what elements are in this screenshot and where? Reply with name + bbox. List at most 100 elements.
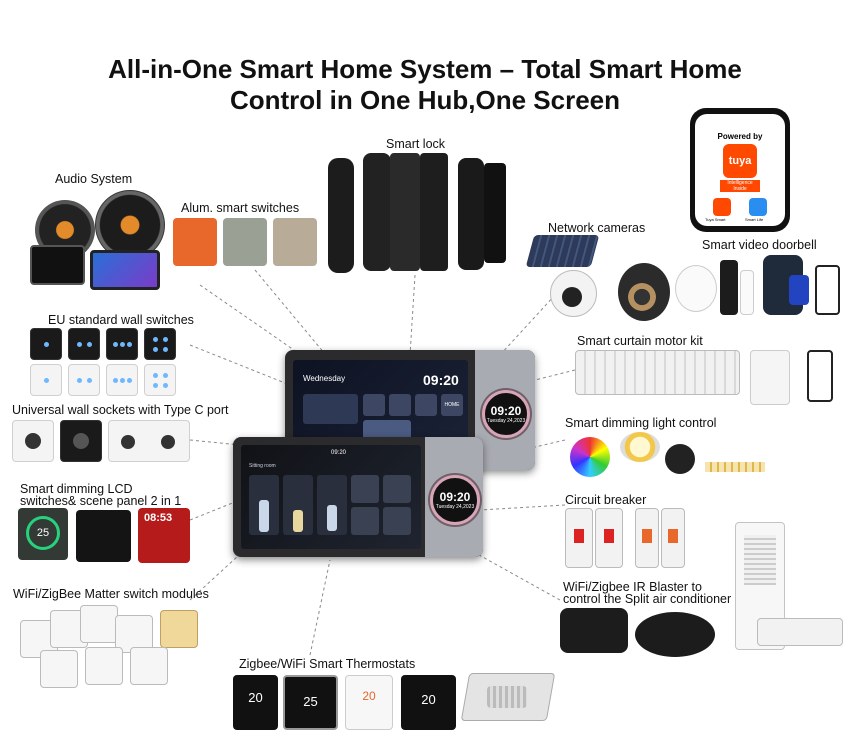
lock-icon bbox=[363, 153, 391, 271]
label-wall-sockets: Universal wall sockets with Type C port bbox=[12, 403, 229, 417]
curtain-track-icon bbox=[575, 350, 740, 395]
socket-icon bbox=[60, 420, 102, 462]
phone-icon bbox=[807, 350, 833, 402]
hub-slider[interactable] bbox=[317, 475, 347, 535]
socket-icon bbox=[12, 420, 54, 462]
label-network-cameras: Network cameras bbox=[548, 221, 646, 235]
breaker-icon bbox=[565, 508, 593, 568]
breaker-icon bbox=[661, 508, 685, 568]
solar-panel-icon bbox=[525, 235, 600, 267]
title-line-1: All-in-One Smart Home System – Total Sma… bbox=[108, 54, 742, 84]
hub-knob-front[interactable]: 09:20 Tuesday 24,2023 bbox=[430, 475, 480, 525]
hub-time: 09:20 bbox=[423, 372, 459, 388]
lock-icon bbox=[420, 153, 448, 271]
connector-sockets bbox=[189, 439, 241, 446]
thermostat-icon: 20 bbox=[345, 675, 393, 730]
audio-tablet-icon bbox=[90, 250, 160, 290]
spotlight-icon bbox=[665, 444, 695, 474]
lock-icon bbox=[328, 158, 354, 273]
split-ac-icon bbox=[757, 618, 843, 646]
hub-tile[interactable] bbox=[351, 475, 379, 503]
inside-line-2: Inside bbox=[733, 186, 747, 192]
doorbell-icon bbox=[789, 275, 809, 305]
label-dimming-control: Smart dimming light control bbox=[565, 416, 717, 430]
circuit-breaker-image bbox=[565, 508, 715, 573]
black-switch-icon bbox=[106, 328, 138, 360]
phone-screen: Powered by tuya Intelligence Inside Tuya… bbox=[695, 114, 785, 226]
lcd-dimmer-icon: 25 bbox=[18, 508, 68, 560]
hub-tile[interactable] bbox=[363, 394, 385, 416]
label-smart-lock: Smart lock bbox=[386, 137, 446, 151]
smart-life-app-icon bbox=[749, 198, 767, 216]
black-switch-icon bbox=[68, 328, 100, 360]
ac-grille-icon bbox=[487, 686, 527, 708]
curtain-kit-image bbox=[575, 350, 845, 410]
hub-home-tile[interactable]: HOME bbox=[441, 394, 463, 416]
chime-icon bbox=[740, 270, 754, 315]
lcd-screen-panel-icon: 08:53 bbox=[138, 508, 190, 563]
label-lcd-line-1: Smart dimming LCD bbox=[20, 482, 133, 496]
black-switch-icon bbox=[144, 328, 176, 360]
hub-tile[interactable] bbox=[383, 475, 411, 503]
white-switch-icon bbox=[106, 364, 138, 396]
lock-icon bbox=[484, 163, 506, 263]
knob-time: 09:20 bbox=[490, 404, 522, 418]
breaker-icon bbox=[595, 508, 623, 568]
camera-lens-icon bbox=[628, 283, 656, 311]
black-switch-icon bbox=[30, 328, 62, 360]
downlight-icon bbox=[620, 432, 660, 462]
camera-lens-icon bbox=[562, 287, 582, 307]
hub-tile[interactable] bbox=[415, 394, 437, 416]
hub-slider[interactable] bbox=[249, 475, 279, 535]
ir-blaster-image bbox=[560, 600, 720, 665]
intelligence-inside-badge: Intelligence Inside bbox=[720, 180, 760, 192]
hub-tile[interactable] bbox=[389, 394, 411, 416]
title-line-2: Control in One Hub,One Screen bbox=[229, 85, 621, 115]
champagne-switch-icon bbox=[273, 218, 317, 266]
switch-module-icon bbox=[40, 650, 78, 688]
eu-switches-image bbox=[30, 328, 190, 398]
label-circuit-breaker: Circuit breaker bbox=[565, 493, 647, 507]
app-label-1: Tuya Smart bbox=[705, 217, 726, 222]
connector-cameras bbox=[499, 294, 556, 356]
connector-lock bbox=[409, 274, 416, 356]
doorbell-icon bbox=[720, 260, 738, 315]
connector-alum bbox=[254, 269, 331, 361]
hub-tile[interactable] bbox=[303, 394, 358, 424]
sockets-image bbox=[12, 420, 190, 465]
hub-panel-back: Wednesday 09:20 HOME 09:20 Tuesday 24,20… bbox=[285, 350, 535, 470]
hub-greeting: Wednesday bbox=[303, 374, 346, 383]
connector-thermostat bbox=[309, 559, 331, 656]
label-video-doorbell: Smart video doorbell bbox=[702, 238, 817, 252]
matter-modules-image bbox=[20, 605, 200, 690]
orange-switch-icon bbox=[173, 218, 217, 266]
grey-switch-icon bbox=[223, 218, 267, 266]
phone-tuya: Powered by tuya Intelligence Inside Tuya… bbox=[690, 108, 790, 232]
hub-room: Sitting room bbox=[249, 463, 276, 469]
audio-tablet-icon bbox=[30, 245, 85, 285]
connector-ir bbox=[469, 549, 561, 601]
connector-eu bbox=[189, 344, 291, 386]
indoor-camera-icon bbox=[675, 265, 717, 312]
knob-date: Tuesday 24,2023 bbox=[435, 504, 475, 510]
label-eu-switches: EU standard wall switches bbox=[48, 313, 194, 327]
page-title: All-in-One Smart Home System – Total Sma… bbox=[0, 54, 850, 116]
led-strip-icon bbox=[705, 462, 765, 472]
thermostat-icon: 20 bbox=[401, 675, 456, 730]
hub-tile[interactable] bbox=[383, 507, 411, 535]
audio-system-image bbox=[25, 190, 165, 295]
ceiling-ac-image bbox=[460, 668, 556, 723]
switch-module-icon bbox=[130, 647, 168, 685]
air-conditioner-image bbox=[735, 522, 845, 652]
knob-time: 09:20 bbox=[439, 490, 471, 504]
hub-slider[interactable] bbox=[283, 475, 313, 535]
thermostat-icon: 25 bbox=[283, 675, 338, 730]
hub-tile[interactable] bbox=[351, 507, 379, 535]
hub-panel-front: Sitting room 09:20 09:20 Tuesday 24,2023 bbox=[233, 437, 483, 557]
network-cameras-image bbox=[525, 235, 717, 330]
scene-panel-icon bbox=[76, 510, 131, 562]
switch-module-icon bbox=[115, 615, 153, 653]
switch-module-icon bbox=[85, 647, 123, 685]
thermostats-image: 20 25 20 20 bbox=[233, 675, 458, 735]
hub-knob-back[interactable]: 09:20 Tuesday 24,2023 bbox=[482, 390, 530, 438]
